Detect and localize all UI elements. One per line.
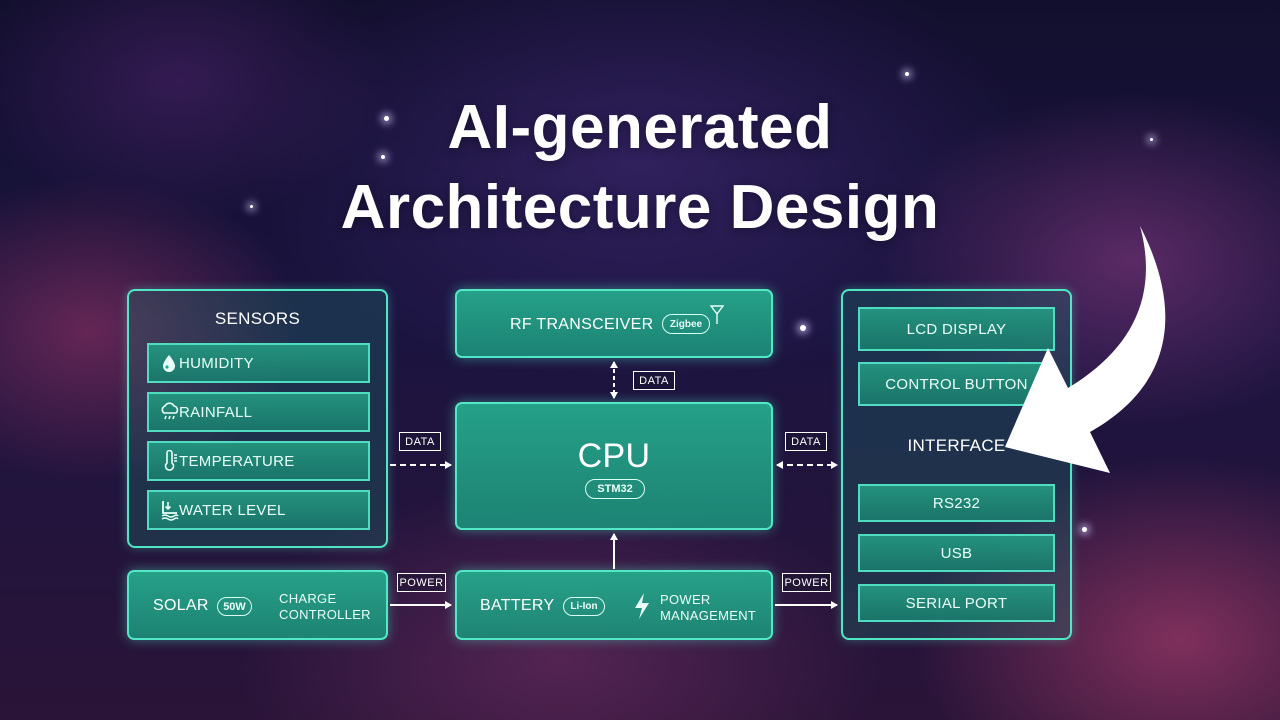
title-line-2: Architecture Design [340,173,940,242]
charge-controller-label: CHARGE CONTROLLER [279,591,371,623]
star [905,72,909,76]
interface-item-usb: USB [858,534,1055,572]
cpu-label: CPU [577,437,651,475]
interface-item-label: CONTROL BUTTON [885,375,1028,393]
star [1150,138,1153,141]
interface-item-label: RS232 [932,494,981,512]
interface-item-rs232: RS232 [858,484,1055,522]
sensors-heading: SENSORS [214,309,301,328]
star [384,116,389,121]
curved-pointer-arrow [1005,226,1166,473]
charge-controller-line-1: CHARGE [279,591,337,606]
interface-item-label: LCD DISPLAY [906,320,1007,338]
stm32-badge: STM32 [585,479,645,499]
power-management-line-1: POWER [660,592,711,607]
star [381,155,385,159]
sensor-label: RAINFALL [179,403,253,421]
cpu-interface-data-tag: DATA [785,432,827,451]
sensor-item-humidity: HUMIDITY [147,343,370,383]
sensors-cpu-data-tag: DATA [399,432,441,451]
battery-interface-power-tag: POWER [782,573,831,592]
solar-box: SOLAR 50W CHARGE CONTROLLER [127,570,388,640]
rf-transceiver-label: RF TRANSCEIVER [510,316,654,333]
water-level-icon [159,499,179,521]
antenna-icon [708,304,726,331]
star [250,205,253,208]
sensor-item-water-level: WATER LEVEL [147,490,370,530]
sensor-item-temperature: TEMPERATURE [147,441,370,481]
title-line-1: AI-generated [447,93,833,162]
interface-item-serial-port: SERIAL PORT [858,584,1055,622]
rf-transceiver-box: RF TRANSCEIVER Zigbee [455,289,773,358]
page-title: AI-generated Architecture Design [0,88,1280,248]
interface-item-control-button: CONTROL BUTTON [858,362,1055,406]
sensor-label: HUMIDITY [179,354,254,372]
interface-panel: LCD DISPLAY CONTROL BUTTON INTERFACE RS2… [841,289,1072,640]
solar-watt-badge: 50W [217,597,252,616]
charge-controller-line-2: CONTROLLER [279,607,371,622]
droplet-icon [159,352,179,374]
star [1082,527,1087,532]
sensors-panel: SENSORS HUMIDITY RAINFALL TEMPERATURE WA… [127,289,388,548]
power-management-label: POWER MANAGEMENT [660,592,756,624]
interface-item-lcd-display: LCD DISPLAY [858,307,1055,351]
power-management-line-2: MANAGEMENT [660,608,757,623]
interface-item-label: SERIAL PORT [905,594,1008,612]
thermometer-icon [159,449,179,472]
sensor-item-rainfall: RAINFALL [147,392,370,432]
zigbee-badge: Zigbee [662,314,710,334]
battery-box: BATTERY Li-Ion POWER MANAGEMENT [455,570,773,640]
interface-heading: INTERFACE [907,436,1006,455]
sensor-label: TEMPERATURE [179,452,295,470]
rain-cloud-icon [159,401,179,423]
interface-item-label: USB [940,544,973,562]
star [800,325,806,331]
solar-battery-power-tag: POWER [397,573,446,592]
rf-cpu-data-tag: DATA [633,371,675,390]
battery-label: BATTERY [480,597,555,614]
solar-label: SOLAR [153,597,209,614]
sensor-label: WATER LEVEL [179,501,286,519]
battery-type-badge: Li-Ion [563,597,605,616]
lightning-icon [633,592,651,625]
cpu-box: CPU STM32 [455,402,773,530]
